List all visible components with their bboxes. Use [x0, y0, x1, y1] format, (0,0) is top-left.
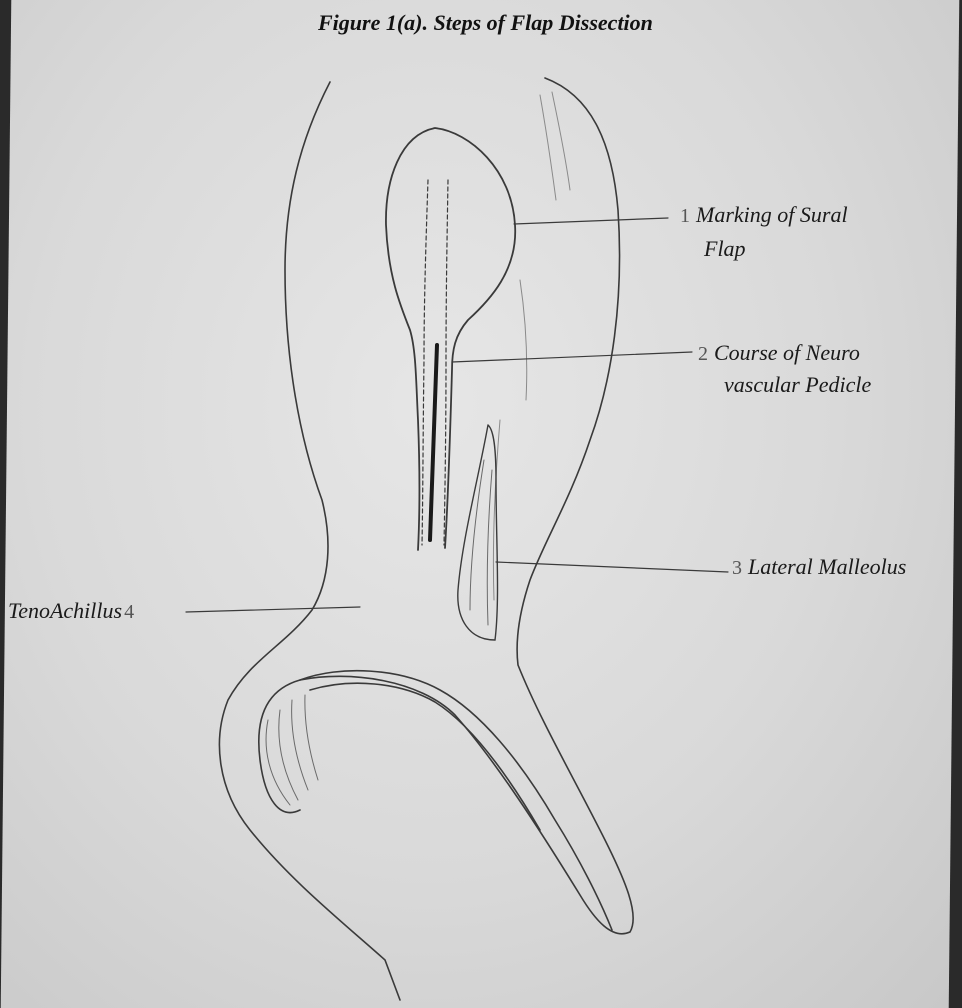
malleolus-shading	[470, 460, 492, 625]
figure-title: Figure 1(a). Steps of Flap Dissection	[318, 10, 653, 36]
label-course-of-neurovascular-pedicle-line2: vascular Pedicle	[724, 372, 871, 398]
label-lateral-malleolus: 3 Lateral Malleolus	[732, 554, 906, 581]
label-number: 3	[732, 557, 742, 579]
label-text-line1: TenoAchillus	[8, 598, 122, 623]
pedicle-dashed-left	[422, 180, 428, 545]
label-text-line1: Course of Neuro	[714, 340, 860, 365]
lateral-malleolus-outline	[458, 425, 498, 640]
label-number: 2	[698, 343, 708, 365]
leader-line-3	[496, 562, 728, 572]
label-course-of-neurovascular-pedicle: 2 Course of Neuro	[698, 340, 860, 367]
calf-shading	[493, 92, 570, 600]
leg-outline-left	[219, 82, 400, 1000]
label-marking-of-sural-flap-line2: Flap	[704, 236, 746, 262]
label-number: 1	[680, 205, 690, 227]
leg-outline-right	[259, 78, 633, 934]
label-text-line1: Lateral Malleolus	[748, 554, 906, 579]
leader-line-1	[514, 218, 668, 224]
label-marking-of-sural-flap: 1 Marking of Sural	[680, 202, 848, 229]
heel-inner-line	[310, 683, 540, 830]
leader-line-2	[452, 352, 692, 362]
heel-shading	[266, 695, 318, 805]
neurovascular-pedicle-line	[430, 345, 437, 540]
label-number: 4	[124, 601, 134, 623]
label-text-line1: Marking of Sural	[696, 202, 848, 227]
heel-outline	[300, 671, 612, 930]
leader-line-4	[186, 607, 360, 612]
